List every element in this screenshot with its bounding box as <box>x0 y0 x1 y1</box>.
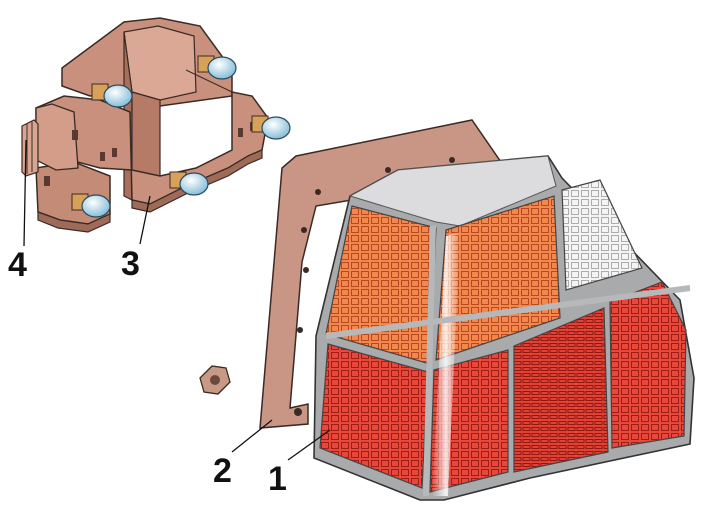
callout-3-bulb-holder: 3 <box>121 245 140 283</box>
bulb-holder-housing <box>35 17 269 233</box>
nut <box>199 365 231 395</box>
bulb-right <box>251 115 291 140</box>
tail-lamp-lens <box>313 155 695 501</box>
leader-1 <box>287 429 331 461</box>
bulb-center <box>169 171 209 196</box>
connector-pins <box>21 119 39 177</box>
leader-4 <box>23 139 27 247</box>
bulb-top-right <box>197 55 237 80</box>
bulb-lower-left <box>71 193 111 218</box>
bulbs <box>71 55 291 218</box>
leader-3 <box>139 195 151 245</box>
leader-2 <box>231 419 273 453</box>
leader-lines <box>23 139 331 461</box>
callout-2-gasket: 2 <box>213 452 232 490</box>
callout-1-lens: 1 <box>268 460 287 498</box>
callout-4-connector: 4 <box>8 246 27 284</box>
bulb-upper-left <box>91 83 133 108</box>
